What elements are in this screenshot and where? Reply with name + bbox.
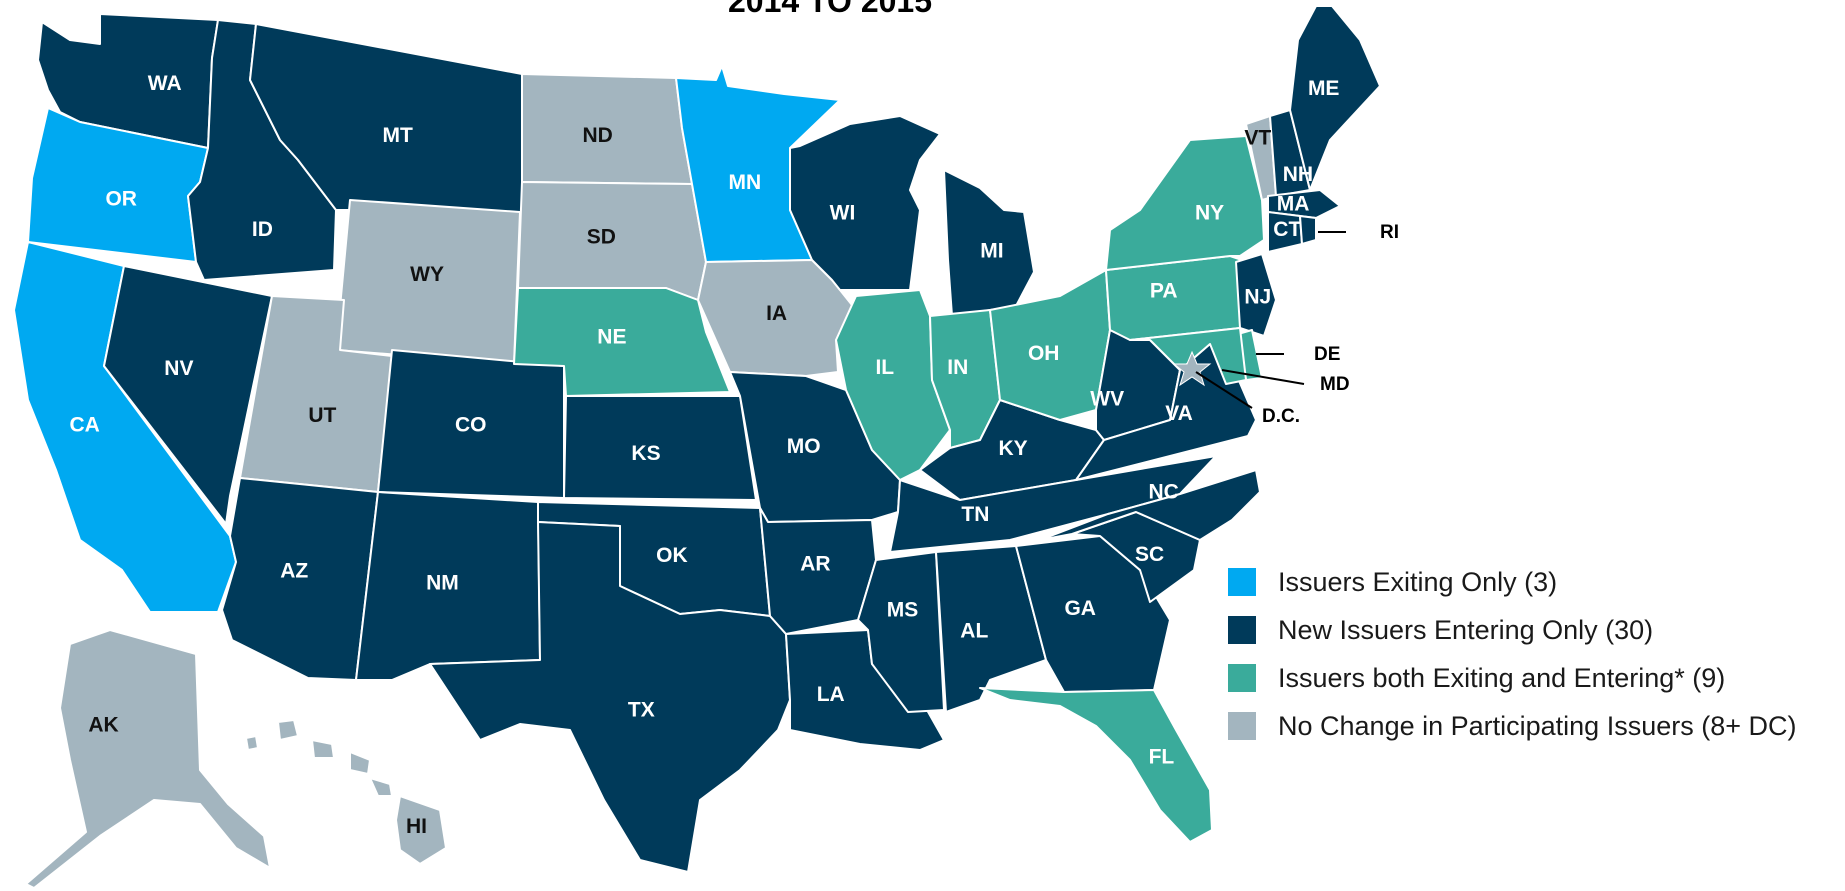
state-label-co: CO: [455, 414, 487, 437]
state-label-mo: MO: [787, 435, 821, 458]
legend-item-none: No Change in Participating Issuers (8+ D…: [1228, 702, 1796, 750]
legend-label: No Change in Participating Issuers (8+ D…: [1278, 710, 1797, 741]
state-label-vt: VT: [1244, 126, 1271, 149]
state-label-ia: IA: [766, 302, 787, 325]
legend-label: Issuers Exiting Only (3): [1278, 566, 1558, 597]
state-label-mi: MI: [980, 239, 1003, 262]
state-ny[interactable]: [1105, 135, 1265, 271]
state-label-ak: AK: [88, 714, 118, 737]
dc-leader: [1195, 371, 1253, 409]
dc-star-icon[interactable]: [1172, 350, 1212, 387]
state-label-dc: D.C.: [1262, 406, 1300, 427]
state-label-ga: GA: [1064, 597, 1096, 620]
state-label-ca: CA: [70, 414, 100, 437]
state-nc[interactable]: [1039, 469, 1261, 541]
state-md[interactable]: [1129, 327, 1247, 385]
state-label-wa: WA: [148, 72, 182, 95]
state-label-nc: NC: [1149, 481, 1179, 504]
state-label-nh: NH: [1283, 163, 1313, 186]
state-label-pa: PA: [1150, 279, 1178, 302]
state-nj[interactable]: [1235, 253, 1277, 337]
state-ar[interactable]: [759, 507, 877, 635]
state-label-ar: AR: [800, 553, 830, 576]
state-ri[interactable]: [1299, 215, 1317, 245]
state-label-az: AZ: [280, 560, 308, 583]
state-label-in: IN: [947, 356, 968, 379]
state-nv[interactable]: [103, 265, 273, 525]
state-label-oh: OH: [1028, 342, 1060, 365]
legend-swatch: [1228, 616, 1256, 644]
state-labels-layer: WA OR CA ID NV MT WY UT AZ CO NM ND SD NE KS OK TX MN IA MO…: [70, 72, 1399, 838]
state-mi[interactable]: [943, 169, 1035, 317]
state-ak[interactable]: [25, 629, 271, 889]
state-label-wi: WI: [830, 202, 856, 225]
map-title: 2014 TO 2015: [728, 0, 932, 19]
state-label-va: VA: [1165, 402, 1193, 425]
state-tx[interactable]: [429, 521, 791, 873]
state-ks[interactable]: [563, 395, 757, 501]
state-label-ne: NE: [597, 325, 626, 348]
state-hi[interactable]: [245, 719, 447, 865]
state-label-wy: WY: [410, 263, 444, 286]
state-label-il: IL: [875, 356, 894, 379]
state-label-ny: NY: [1195, 202, 1224, 225]
state-wi[interactable]: [789, 115, 941, 291]
legend-item-enter: New Issuers Entering Only (30): [1228, 606, 1796, 654]
state-label-fl: FL: [1149, 746, 1175, 769]
state-label-hi: HI: [406, 815, 427, 838]
state-label-id: ID: [252, 218, 273, 241]
state-label-ky: KY: [999, 437, 1028, 460]
state-ne[interactable]: [513, 287, 731, 397]
state-label-ct: CT: [1273, 218, 1301, 241]
legend: Issuers Exiting Only (3) New Issuers Ente…: [1228, 558, 1796, 750]
state-label-wv: WV: [1090, 388, 1124, 411]
state-label-mt: MT: [383, 124, 413, 147]
state-label-nm: NM: [426, 571, 459, 594]
state-label-or: OR: [105, 188, 137, 211]
state-label-ri: RI: [1380, 222, 1399, 243]
state-label-la: LA: [817, 683, 845, 706]
states-layer: [13, 5, 1381, 889]
state-label-ms: MS: [887, 598, 919, 621]
state-label-nj: NJ: [1244, 285, 1271, 308]
state-label-ks: KS: [631, 442, 660, 465]
state-label-al: AL: [960, 620, 988, 643]
state-label-mn: MN: [728, 171, 761, 194]
state-ma[interactable]: [1267, 189, 1341, 219]
state-label-tn: TN: [961, 503, 989, 526]
md-leader: [1221, 369, 1305, 385]
state-label-sc: SC: [1135, 543, 1164, 566]
state-label-md: MD: [1320, 374, 1350, 395]
state-label-nv: NV: [164, 357, 193, 380]
state-label-sd: SD: [587, 225, 616, 248]
legend-swatch: [1228, 712, 1256, 740]
legend-swatch: [1228, 568, 1256, 596]
legend-item-exit: Issuers Exiting Only (3): [1228, 558, 1796, 606]
state-label-ok: OK: [656, 544, 688, 567]
state-label-de: DE: [1314, 344, 1340, 365]
state-label-ma: MA: [1277, 192, 1310, 215]
state-label-nd: ND: [583, 124, 613, 147]
state-label-ut: UT: [308, 404, 336, 427]
state-label-me: ME: [1308, 77, 1340, 100]
state-me[interactable]: [1289, 5, 1381, 191]
state-fl[interactable]: [979, 687, 1213, 843]
state-label-tx: TX: [628, 698, 655, 721]
legend-label: New Issuers Entering Only (30): [1278, 614, 1654, 645]
legend-label: Issuers both Exiting and Entering* (9): [1278, 662, 1726, 693]
legend-item-both: Issuers both Exiting and Entering* (9): [1228, 654, 1796, 702]
legend-swatch: [1228, 664, 1256, 692]
